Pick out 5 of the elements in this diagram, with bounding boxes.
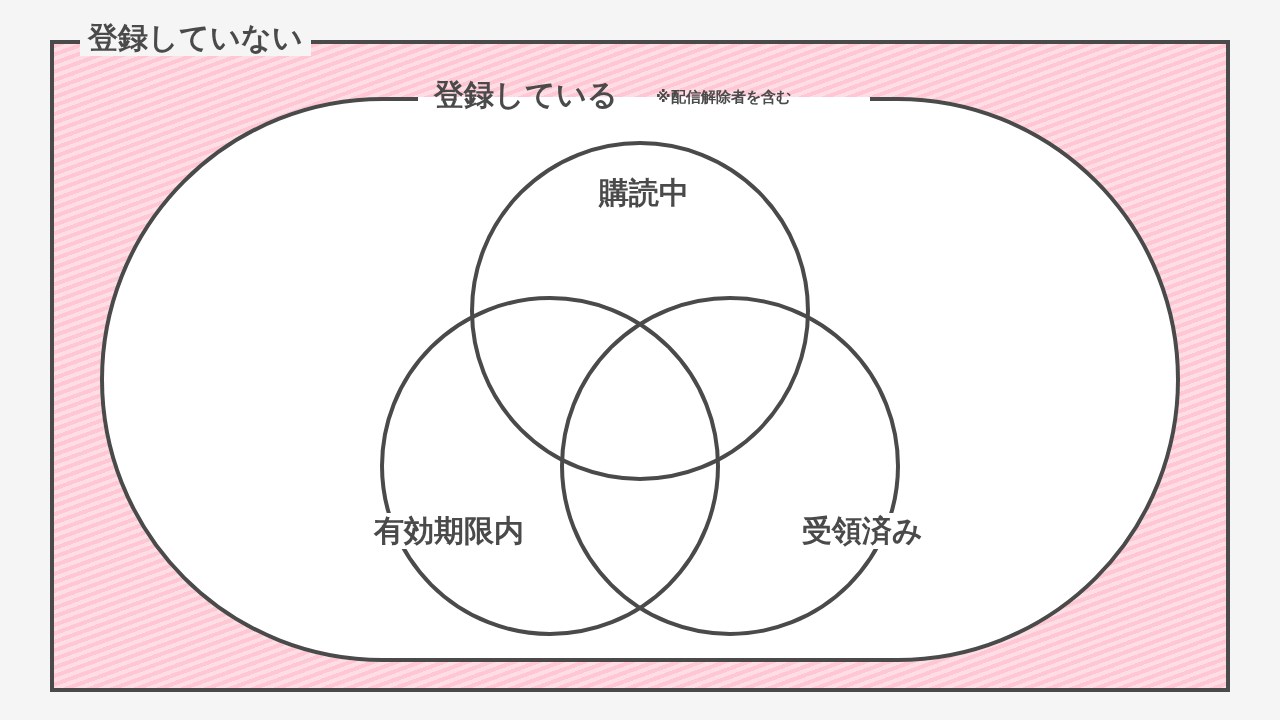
circle-label: 購読中 bbox=[599, 175, 689, 211]
venn-circle bbox=[470, 141, 810, 481]
region-label: 登録している bbox=[434, 77, 618, 113]
region-label: 登録していない bbox=[80, 20, 311, 56]
note-text: ※配信解除者を含む bbox=[656, 87, 791, 107]
